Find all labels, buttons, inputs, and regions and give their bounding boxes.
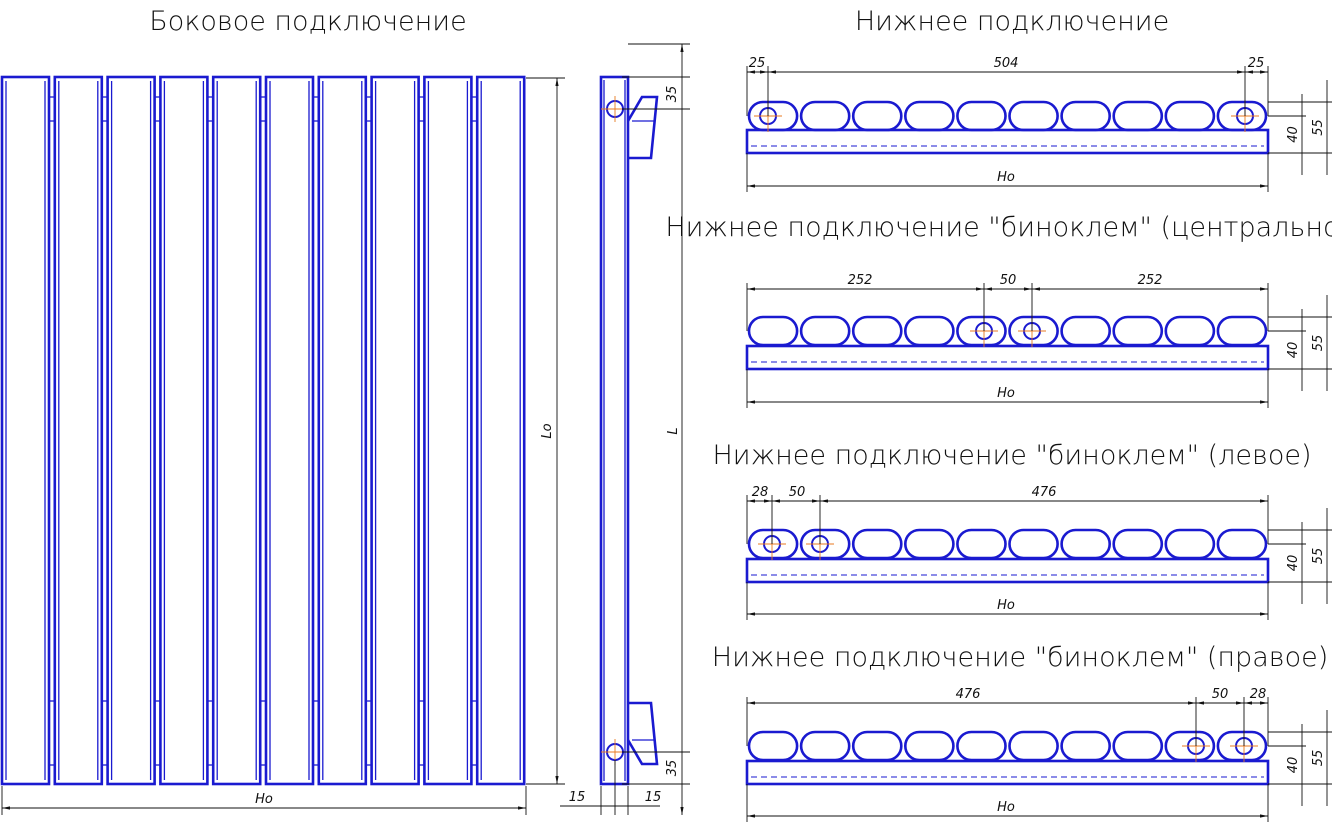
dim-width-ho: Но: [997, 800, 1015, 815]
dim-height-40: 40: [1286, 126, 1301, 143]
dim-label: 504: [994, 56, 1019, 71]
tube-section: [1112, 528, 1164, 560]
tube-section: [1216, 315, 1268, 347]
tube-section: [903, 100, 955, 132]
radiator-section: [159, 75, 209, 786]
dim-label: 476: [956, 687, 981, 702]
tube-section: [956, 315, 1007, 347]
dim-height-55: 55: [1311, 548, 1326, 565]
dim-width-ho: Но: [997, 598, 1015, 613]
dim-label: 28: [752, 485, 769, 500]
dim-label: 28: [1250, 687, 1267, 702]
tube-section: [1112, 315, 1164, 347]
dim-width-ho: Но: [997, 170, 1015, 185]
dim-height-55: 55: [1311, 750, 1326, 767]
front-view-dimensions: Lо Но: [1, 77, 565, 815]
tube-section: [747, 100, 799, 132]
tube-section: [851, 528, 903, 560]
dim-left-15: 15: [569, 790, 586, 805]
radiator-section: [423, 75, 473, 786]
dim-label: 25: [749, 56, 766, 71]
radiator-section: [264, 75, 315, 786]
tube-section: [1164, 528, 1216, 560]
tube-section: [747, 315, 799, 347]
tube-section: [956, 100, 1007, 132]
tube-section: [903, 528, 955, 560]
title-bino-center: Нижнее подключение "биноклем" (центральн…: [665, 212, 1332, 243]
tube-section: [1164, 315, 1216, 347]
dim-width-ho: Но: [997, 386, 1015, 401]
tube-section: [851, 730, 903, 762]
dim-height-40: 40: [1286, 342, 1301, 359]
front-view-sections: [0, 75, 526, 786]
tube-section: [799, 528, 851, 560]
dim-height-55: 55: [1311, 119, 1326, 136]
dim-height-40: 40: [1286, 757, 1301, 774]
side-view: [599, 75, 659, 786]
tube-section: [1008, 315, 1059, 347]
dim-length-l: L: [666, 427, 681, 434]
dim-label: 252: [848, 273, 873, 288]
radiator-section: [106, 75, 156, 786]
tube-section: [799, 100, 851, 132]
tube-section: [799, 730, 851, 762]
tube-section: [1164, 730, 1216, 762]
side-view-dimensions: L 35 35 15 15: [560, 43, 690, 815]
tube-section: [1060, 730, 1111, 762]
dim-label: 252: [1138, 273, 1163, 288]
dim-right-15: 15: [645, 790, 662, 805]
tube-section: [956, 528, 1007, 560]
title-side-connection: Боковое подключение: [149, 6, 466, 37]
tube-section: [1060, 100, 1111, 132]
tube-section: [1060, 528, 1111, 560]
radiator-section: [0, 75, 51, 786]
dim-label: 25: [1248, 56, 1265, 71]
tube-section: [1216, 528, 1268, 560]
radiator-section: [475, 75, 526, 786]
dim-label: 476: [1032, 485, 1057, 500]
tube-section: [903, 730, 955, 762]
title-bottom-connection: Нижнее подключение: [855, 6, 1169, 37]
tube-section: [1008, 528, 1059, 560]
dim-label: 50: [1212, 687, 1229, 702]
dim-height-lo: Lо: [540, 423, 555, 438]
tube-section: [1008, 100, 1059, 132]
radiator-section: [317, 75, 368, 786]
tube-section: [1008, 730, 1059, 762]
dim-height-40: 40: [1286, 555, 1301, 572]
radiator-section: [370, 75, 420, 786]
dim-bottom-35: 35: [665, 760, 680, 777]
dim-label: 50: [789, 485, 806, 500]
dim-label: 50: [1000, 273, 1017, 288]
tube-section: [851, 315, 903, 347]
tube-section: [799, 315, 851, 347]
tube-section: [851, 100, 903, 132]
tube-section: [1216, 100, 1268, 132]
tube-section: [747, 730, 799, 762]
tube-section: [1112, 100, 1164, 132]
tube-section: [1112, 730, 1164, 762]
tube-section: [1060, 315, 1111, 347]
tube-section: [747, 528, 799, 560]
radiator-section: [211, 75, 262, 786]
title-bino-left: Нижнее подключение "биноклем" (левое): [713, 440, 1312, 471]
dim-height-55: 55: [1311, 335, 1326, 352]
tube-section: [1164, 100, 1216, 132]
dim-top-35: 35: [665, 86, 680, 103]
dim-width-ho: Но: [255, 792, 273, 807]
tube-section: [956, 730, 1007, 762]
radiator-section: [53, 75, 104, 786]
title-bino-right: Нижнее подключение "биноклем" (правое): [712, 642, 1328, 673]
tube-section: [903, 315, 955, 347]
tube-section: [1216, 730, 1268, 762]
